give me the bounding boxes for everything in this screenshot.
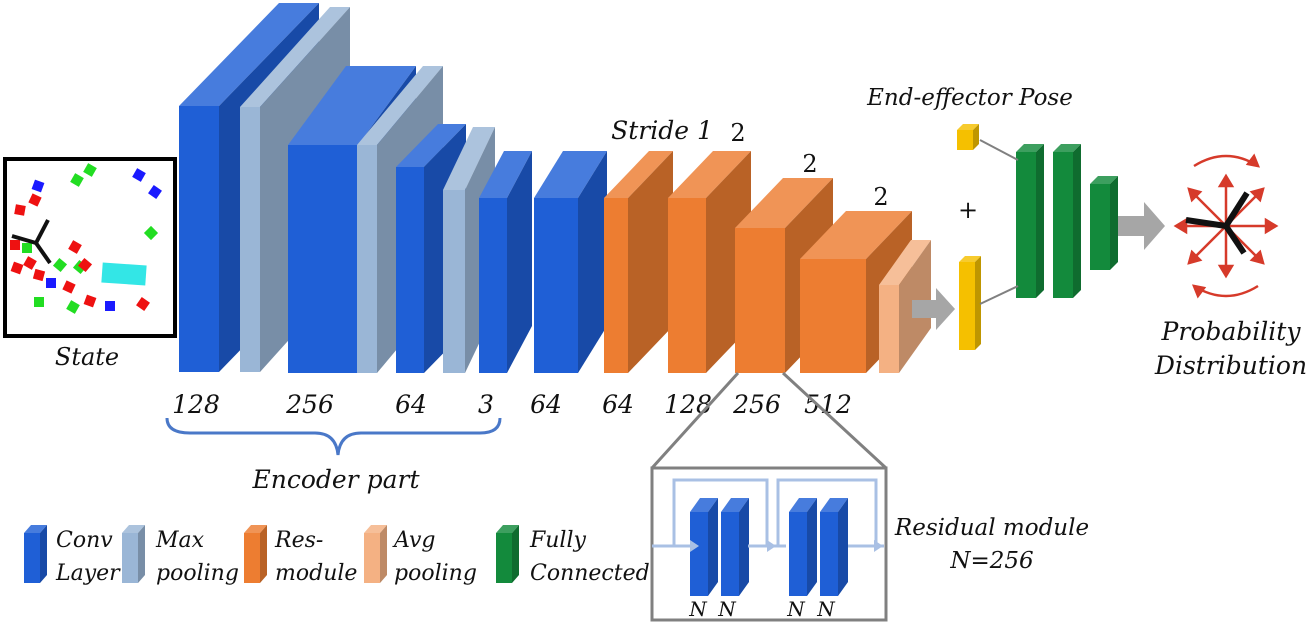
fc-layer-block xyxy=(1053,144,1081,298)
residual-channel-labels: N N N N xyxy=(688,597,836,621)
residual-module-detail xyxy=(652,478,884,596)
legend-swatch-icon xyxy=(364,525,387,583)
gray-arrow-icon xyxy=(1118,202,1165,250)
layer-blocks xyxy=(179,3,1118,373)
backbone-channel-label: 64 xyxy=(602,390,634,419)
encoder-label: Encoder part xyxy=(251,465,420,494)
output-label: Distribution xyxy=(1154,351,1307,380)
encoder-channel-label: 3 xyxy=(478,390,494,419)
encoder-channel-label: 128 xyxy=(172,390,220,419)
residual-module-size: N=256 xyxy=(949,548,1033,574)
channel-labels: 128 256 64 3 64 64 128 256 512 xyxy=(172,390,852,419)
stride-value: 2 xyxy=(802,150,817,178)
fc-layer-block xyxy=(1016,144,1044,298)
legend-label: Conv xyxy=(56,528,113,553)
legend-swatch-icon xyxy=(496,525,519,583)
feature-vector-block xyxy=(959,256,981,350)
backbone-channel-label: 256 xyxy=(732,390,781,419)
legend-label: pooling xyxy=(156,561,239,586)
legend-swatch-icon xyxy=(24,525,47,583)
residual-conv-block xyxy=(690,498,718,596)
conv-layer-block xyxy=(534,151,607,373)
gray-arrow-icon xyxy=(912,288,955,330)
legend-label: Layer xyxy=(55,561,121,586)
stride-value: 2 xyxy=(873,183,888,211)
stride-value: 2 xyxy=(730,119,745,147)
resmodule-block xyxy=(800,211,912,373)
residual-channel-label: N xyxy=(717,597,737,621)
plus-sign: + xyxy=(958,196,978,224)
concat-lines xyxy=(979,139,1019,305)
legend-label: Max xyxy=(155,528,205,553)
output-label: Probability xyxy=(1161,317,1302,346)
legend-label: module xyxy=(275,561,357,586)
backbone-channel-label: 128 xyxy=(664,390,712,419)
conv-layer-block xyxy=(479,151,532,373)
legend-item-maxpool: Max pooling xyxy=(155,528,239,586)
state-image xyxy=(3,157,177,338)
stride-label: Stride 1 xyxy=(611,116,713,145)
residual-conv-block xyxy=(789,498,817,596)
legend-label: Fully xyxy=(529,528,587,553)
pose-label: End-effector Pose xyxy=(866,85,1073,111)
legend-label: Avg xyxy=(392,528,436,553)
residual-conv-block xyxy=(721,498,749,596)
residual-channel-label: N xyxy=(816,597,836,621)
legend-swatch-icon xyxy=(122,525,145,583)
pose-vector-block xyxy=(957,124,979,150)
legend-label: Connected xyxy=(530,561,650,586)
fc-layer-block xyxy=(1090,176,1118,270)
zoom-lines xyxy=(650,371,888,622)
residual-channel-label: N xyxy=(786,597,806,621)
residual-conv-block xyxy=(820,498,848,596)
legend-item-resmodule: Res- module xyxy=(274,528,357,586)
legend: Conv Layer Max pooling Res- module Avg p… xyxy=(24,525,650,586)
residual-channel-label: N xyxy=(688,597,708,621)
legend-swatch-icon xyxy=(244,525,267,583)
encoder-channel-label: 64 xyxy=(395,390,427,419)
backbone-channel-label: 64 xyxy=(530,390,562,419)
legend-label: Res- xyxy=(274,528,323,553)
encoder-channel-label: 256 xyxy=(285,390,334,419)
resmodule-block xyxy=(604,151,673,373)
residual-module-label: Residual module xyxy=(894,515,1089,541)
curly-brace-icon xyxy=(165,417,502,456)
legend-label: pooling xyxy=(394,561,477,586)
state-label: State xyxy=(55,343,119,371)
legend-item-fc: Fully Connected xyxy=(529,528,650,586)
action-star-icon xyxy=(1173,153,1279,299)
legend-item-avgpool: Avg pooling xyxy=(392,528,477,586)
legend-item-conv: Conv Layer xyxy=(55,528,121,586)
